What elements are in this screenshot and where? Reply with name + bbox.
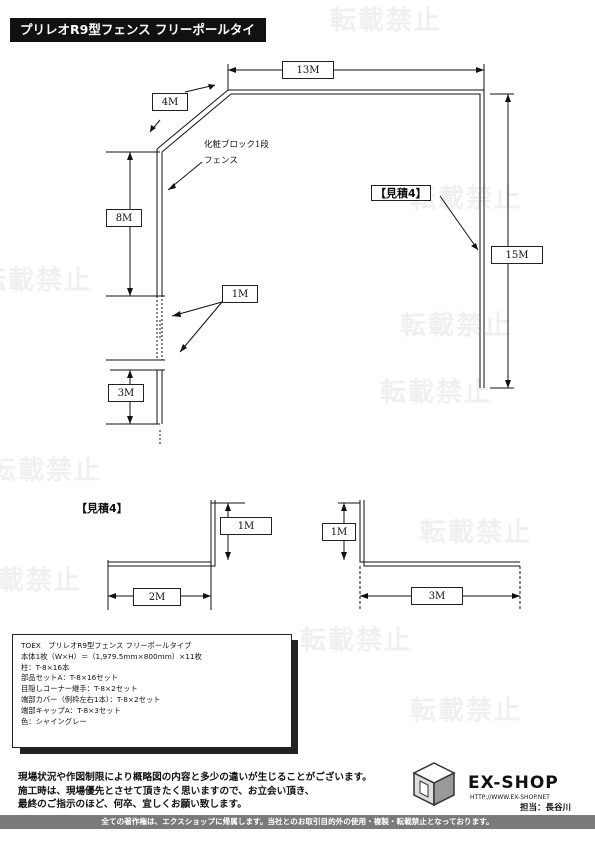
fence-step [156,296,163,361]
footer-copyright: 全ての著作権は、エクスショップに帰属します。当社とのお取引目的外の使用・複製・転… [0,815,595,829]
watermark-text: 転載禁止 [300,626,413,656]
spec-line: 端部カバー（例枠左右1本）：T-8×2セット [21,694,161,704]
disclaimer-line: 現場状況や作図制限により概略図の内容と多少の違いが生じることがございます。 [18,772,372,783]
brand-url[interactable]: HTTP://WWW.EX-SHOP.NET [470,794,550,801]
ex-shop-logo-icon [412,762,456,807]
dim-15m-label: 15M [491,246,543,264]
watermark-text: 転載禁止 [420,518,533,548]
dim-3m-label: 3M [108,384,144,402]
disclaimer-line: 施工時は、現場優先とさせて頂きたく思いますので、お立会い頂き、 [18,785,315,797]
detail-left-2m: 2M [133,588,181,606]
detail-right-fence [359,500,520,563]
person-in-charge: 担当：長谷川 [520,803,572,813]
spec-line: 目隠しコーナー継手：T-8×2セット [21,684,138,694]
watermark-text: 転載禁止 [0,566,83,596]
spec-line: 部品セットA：T-8×16セット [21,673,119,683]
fence-lower [156,370,163,424]
page-title: プリレオR9型フェンス フリーポールタイプ [10,18,266,61]
detail-right-1m: 1M [322,523,356,541]
spec-line: 本体1枚（W×H）＝（1,979.5mm×800mm）×11枚 [21,651,202,661]
spec-line: TOEX プリレオR9型フェンス フリーポールタイプ [21,641,192,650]
fence-line-outer [228,89,485,388]
detail-left-1m: 1M [220,517,272,535]
watermark-text: 転載禁止 [330,6,443,36]
dim-8m-label: 8M [106,209,142,227]
spec-line: 端部キャップA：T-8×3セット [21,705,121,715]
watermark-text: 転載禁止 [0,266,93,296]
detail-right-3m: 3M [411,587,463,605]
brand-name: EX-SHOP [468,773,559,793]
detail-label: 【見積4】 [76,502,128,515]
note-fence: フェンス [204,156,238,166]
spec-line: 色：シャイングレー [21,716,87,726]
dim-1m-label: 1M [222,285,258,303]
disclaimer-line: 最終のご指示のほど、何卒、宜しくお願い致します。 [18,799,247,810]
disclaimer: 現場状況や作図制限により概略図の内容と多少の違いが生じることがございます。 施工… [18,771,372,812]
watermark-text: 転載禁止 [410,696,523,726]
estimate-label: 【見積4】 [371,185,431,201]
dim-4m-label: 4M [152,93,188,111]
watermark-text: 転載禁止 [400,311,513,341]
fence-diagonal-outer [156,89,229,150]
spec-line: 柱：T-8×16本 [21,662,70,672]
watermark-text: 転載禁止 [380,378,493,408]
fence-line-inner [231,93,481,388]
spec-box: TOEX プリレオR9型フェンス フリーポールタイプ 本体1枚（W×H）＝（1,… [12,634,292,748]
fence-diagonal-inner [161,93,232,153]
note-block: 化粧ブロック1段 [204,140,269,150]
dim-13m-label: 13M [282,61,334,79]
watermark-text: 転載禁止 [0,456,103,486]
